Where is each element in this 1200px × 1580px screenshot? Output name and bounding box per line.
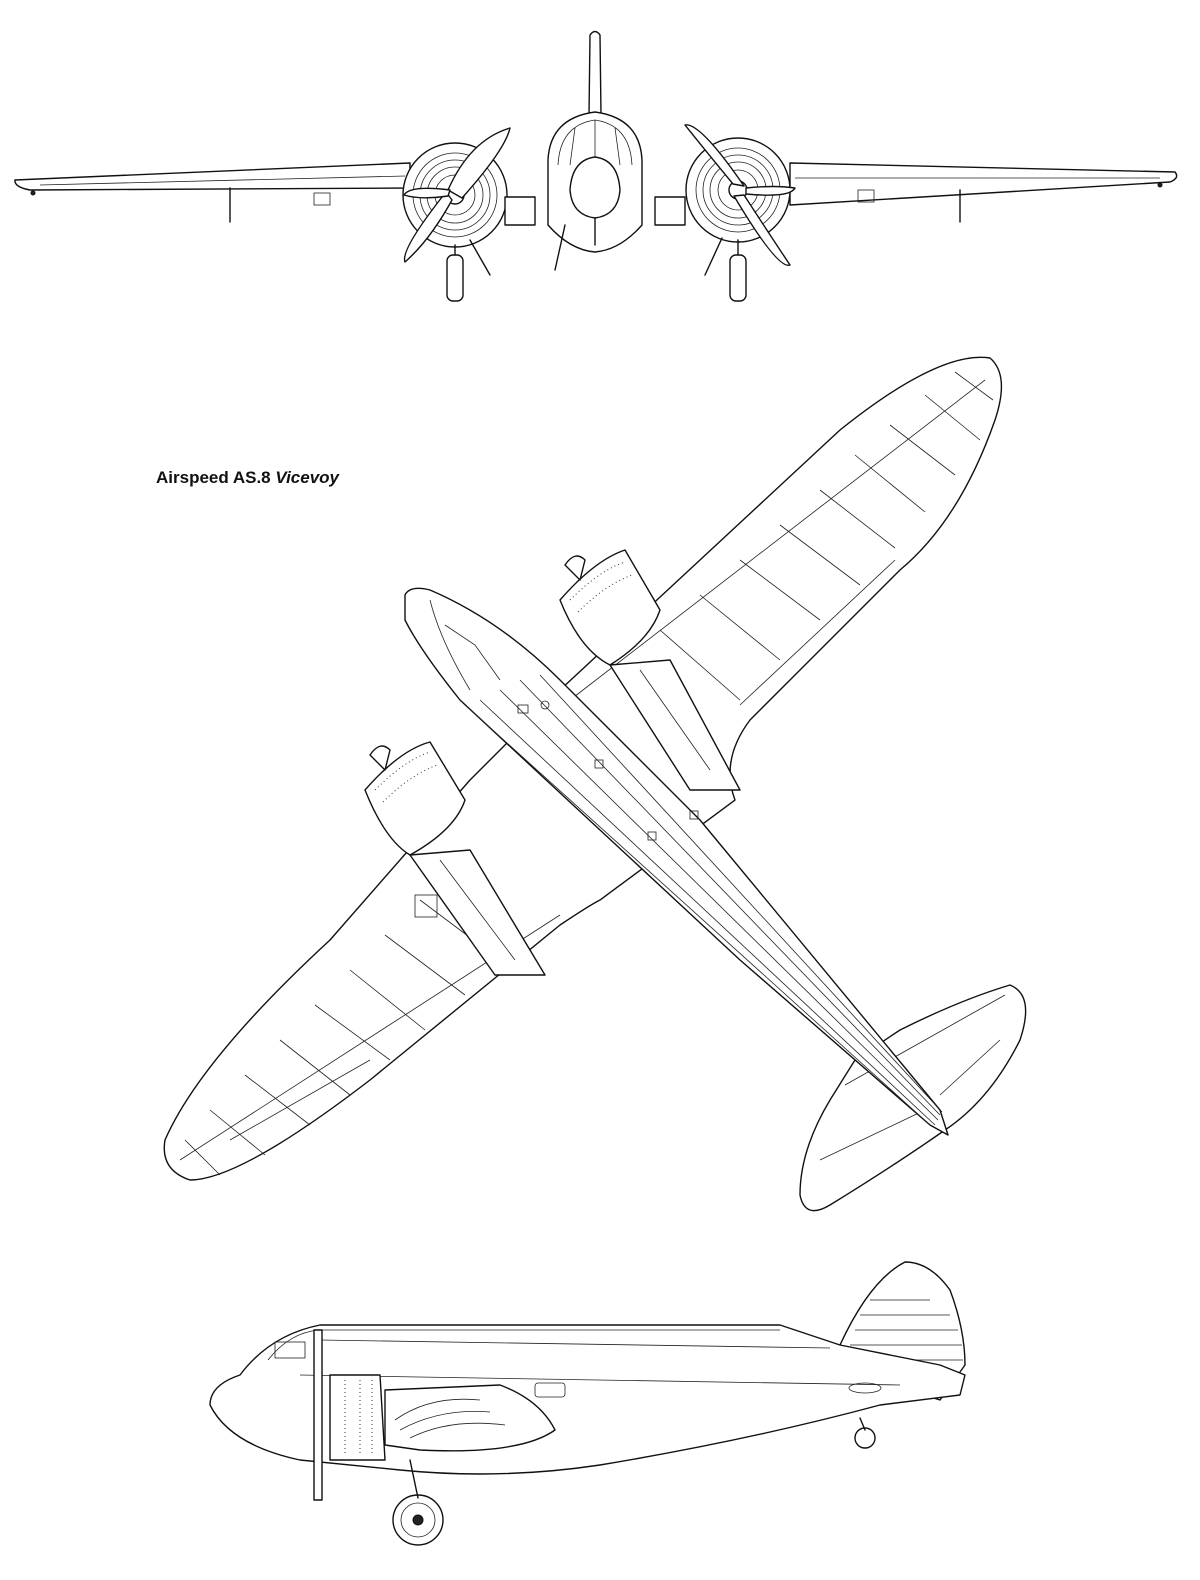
front-engine-left <box>402 127 536 302</box>
front-propeller-right <box>684 124 745 187</box>
side-fuselage <box>209 1324 966 1475</box>
side-tail-wheel <box>854 1427 876 1449</box>
drawing-title: Airspeed AS.8 Vicevoy <box>156 468 339 488</box>
front-engine-right <box>654 124 796 302</box>
front-fin <box>588 30 602 116</box>
side-engine-nacelle <box>329 1374 386 1461</box>
front-wing-left <box>14 162 411 191</box>
title-main: Airspeed AS.8 <box>156 468 276 487</box>
front-wing-right <box>789 162 1178 206</box>
plan-engine-lower <box>364 741 546 976</box>
front-propeller-left <box>447 127 511 199</box>
side-view <box>209 1261 966 1546</box>
title-italic: Vicevoy <box>275 468 339 487</box>
plan-engine-upper <box>559 549 741 791</box>
plan-view <box>163 356 1027 1212</box>
side-propeller <box>313 1329 323 1501</box>
plan-fuselage <box>404 587 949 1136</box>
front-view <box>14 30 1178 302</box>
